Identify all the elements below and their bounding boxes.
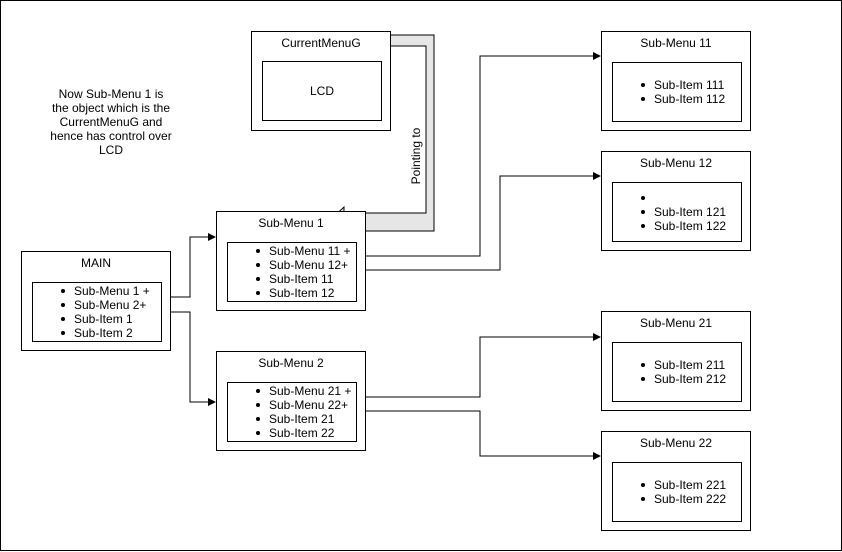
main-menu-list: Sub-Menu 1 + Sub-Menu 2+ Sub-Item 1 Sub-… <box>60 284 150 340</box>
list-item: Sub-Menu 2+ <box>60 298 150 312</box>
sub-menu-2-list: Sub-Menu 21 + Sub-Menu 22+ Sub-Item 21 S… <box>255 384 351 440</box>
list-item: Sub-Item 22 <box>255 426 351 440</box>
sub-menu-11-list: Sub-Item 111 Sub-Item 112 <box>640 78 725 106</box>
pointing-to-label: Pointing to <box>409 127 423 185</box>
list-item: Sub-Item 112 <box>640 92 725 106</box>
list-item: Sub-Menu 22+ <box>255 398 351 412</box>
connector-main-to-sub-menu-2 <box>162 311 216 406</box>
list-item: Sub-Item 211 <box>640 358 726 372</box>
list-item: Sub-Item 221 <box>640 478 726 492</box>
list-item: Sub-Menu 11 + <box>255 244 351 258</box>
sub-menu-11-node: Sub-Menu 11 Sub-Item 111 Sub-Item 112 <box>601 31 751 131</box>
list-item: Sub-Item 1 <box>60 312 150 326</box>
sub-menu-12-title: Sub-Menu 12 <box>639 156 713 170</box>
explanation-note: Now Sub-Menu 1 is the object which is th… <box>41 87 181 157</box>
main-menu-title: MAIN <box>81 256 111 270</box>
sub-menu-11-list-box: Sub-Item 111 Sub-Item 112 <box>612 62 742 122</box>
note-line: hence has control over <box>50 129 172 143</box>
list-item: Sub-Item 11 <box>255 272 351 286</box>
sub-menu-1-node: Sub-Menu 1 Sub-Menu 11 + Sub-Menu 12+ Su… <box>216 211 366 311</box>
main-menu-list-box: Sub-Menu 1 + Sub-Menu 2+ Sub-Item 1 Sub-… <box>32 282 162 342</box>
sub-menu-21-list: Sub-Item 211 Sub-Item 212 <box>640 358 726 386</box>
list-item: Sub-Item 122 <box>640 219 726 233</box>
connector-sub-menu-1-to-12 <box>356 172 601 271</box>
note-line: LCD <box>98 143 123 157</box>
list-item: Sub-Item 21 <box>255 412 351 426</box>
main-menu-node: MAIN Sub-Menu 1 + Sub-Menu 2+ Sub-Item 1… <box>21 251 171 351</box>
sub-menu-2-title: Sub-Menu 2 <box>258 356 324 370</box>
sub-menu-21-title: Sub-Menu 21 <box>639 316 713 330</box>
note-line: CurrentMenuG and <box>59 115 163 129</box>
list-item: Sub-Menu 21 + <box>255 384 351 398</box>
connector-sub-menu-1-to-11 <box>356 52 601 257</box>
sub-menu-11-title: Sub-Menu 11 <box>640 36 712 50</box>
list-item: Sub-Item 111 <box>640 78 725 92</box>
sub-menu-12-list: Sub-Item 121 Sub-Item 122 <box>640 191 726 233</box>
sub-menu-1-list: Sub-Menu 11 + Sub-Menu 12+ Sub-Item 11 S… <box>255 244 351 300</box>
sub-menu-1-list-box: Sub-Menu 11 + Sub-Menu 12+ Sub-Item 11 S… <box>227 242 357 302</box>
sub-menu-12-node: Sub-Menu 12 Sub-Item 121 Sub-Item 122 <box>601 151 751 251</box>
current-menu-node: CurrentMenuG LCD <box>251 31 391 131</box>
sub-menu-21-node: Sub-Menu 21 Sub-Item 211 Sub-Item 212 <box>601 311 751 411</box>
sub-menu-22-list-box: Sub-Item 221 Sub-Item 222 <box>612 462 742 522</box>
note-line: the object which is the <box>51 101 171 115</box>
sub-menu-12-list-box: Sub-Item 121 Sub-Item 122 <box>612 182 742 242</box>
note-line: Now Sub-Menu 1 is <box>58 87 164 101</box>
sub-menu-22-title: Sub-Menu 22 <box>639 436 713 450</box>
connector-main-to-sub-menu-1 <box>162 233 216 298</box>
sub-menu-1-title: Sub-Menu 1 <box>258 216 324 230</box>
list-item: Sub-Item 2 <box>60 326 150 340</box>
list-item: Sub-Item 121 <box>640 205 726 219</box>
connector-sub-menu-2-to-22 <box>356 410 601 460</box>
sub-menu-21-list-box: Sub-Item 211 Sub-Item 212 <box>612 342 742 402</box>
sub-menu-2-list-box: Sub-Menu 21 + Sub-Menu 22+ Sub-Item 21 S… <box>227 382 357 442</box>
list-item: Sub-Item 222 <box>640 492 726 506</box>
list-item: Sub-Menu 1 + <box>60 284 150 298</box>
lcd-box: LCD <box>262 61 382 121</box>
current-menu-title: CurrentMenuG <box>281 36 361 50</box>
list-item: Sub-Menu 12+ <box>255 258 351 272</box>
lcd-label: LCD <box>309 84 334 98</box>
list-item: Sub-Item 12 <box>255 286 351 300</box>
connector-sub-menu-2-to-21 <box>356 333 601 398</box>
list-item <box>640 191 726 205</box>
sub-menu-22-list: Sub-Item 221 Sub-Item 222 <box>640 478 726 506</box>
list-item: Sub-Item 212 <box>640 372 726 386</box>
sub-menu-22-node: Sub-Menu 22 Sub-Item 221 Sub-Item 222 <box>601 431 751 531</box>
sub-menu-2-node: Sub-Menu 2 Sub-Menu 21 + Sub-Menu 22+ Su… <box>216 351 366 451</box>
